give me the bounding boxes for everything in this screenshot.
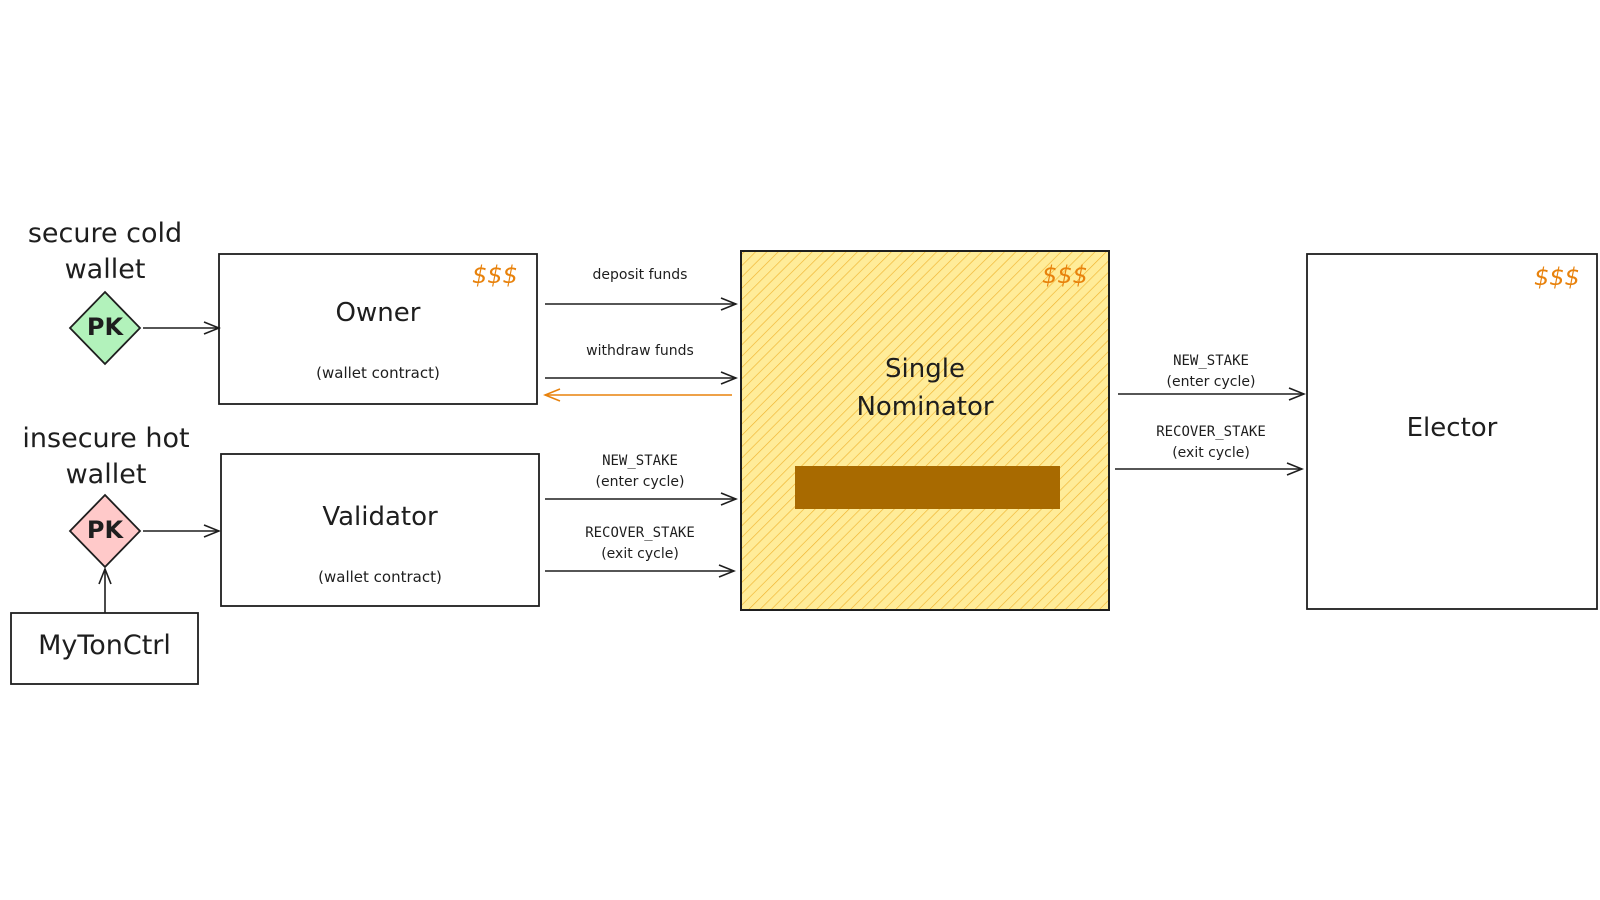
cold-wallet-label-line1: secure cold bbox=[27, 218, 183, 249]
hot-wallet-label: insecure hot wallet bbox=[10, 421, 202, 493]
validator-new-stake-sub: (enter cycle) bbox=[595, 474, 685, 490]
single-nominator-title: Single Nominator bbox=[741, 350, 1109, 426]
elector-money: $$$ bbox=[1534, 263, 1580, 291]
elector-recover-stake-label: RECOVER_STAKE bbox=[1156, 424, 1266, 440]
elector-box[interactable] bbox=[1306, 253, 1598, 610]
validator-recover-stake-label: RECOVER_STAKE bbox=[585, 525, 695, 541]
single-nominator-title-line1: Single bbox=[885, 354, 965, 384]
cold-wallet-key-diamond bbox=[68, 290, 142, 366]
validator-recover-stake-sub: (exit cycle) bbox=[601, 546, 679, 562]
single-nominator-title-line2: Nominator bbox=[856, 392, 994, 422]
elector-recover-stake-sub: (exit cycle) bbox=[1172, 445, 1250, 461]
owner-money: $$$ bbox=[472, 261, 518, 289]
owner-subtitle: (wallet contract) bbox=[316, 364, 440, 382]
elector-new-stake-sub: (enter cycle) bbox=[1166, 374, 1256, 390]
validator-subtitle: (wallet contract) bbox=[318, 568, 442, 586]
hot-wallet-label-line2: wallet bbox=[65, 459, 147, 490]
hot-wallet-key: PK bbox=[86, 516, 124, 544]
elector-new-stake-label: NEW_STAKE bbox=[1173, 353, 1249, 369]
single-nominator-money: $$$ bbox=[1042, 261, 1088, 289]
hot-wallet-label-line1: insecure hot bbox=[22, 423, 190, 454]
withdraw-label: withdraw funds bbox=[586, 343, 694, 359]
validator-box[interactable] bbox=[220, 453, 540, 607]
cold-wallet-label: secure cold wallet bbox=[14, 216, 196, 288]
owner-title: Owner bbox=[335, 298, 421, 328]
deposit-label: deposit funds bbox=[592, 267, 688, 283]
validator-new-stake-label: NEW_STAKE bbox=[602, 453, 678, 469]
single-nominator-bar bbox=[795, 466, 1060, 509]
mytonctrl-label: MyTonCtrl bbox=[38, 630, 171, 661]
cold-wallet-label-line2: wallet bbox=[64, 254, 146, 285]
validator-title: Validator bbox=[322, 502, 438, 532]
cold-wallet-key: PK bbox=[86, 313, 124, 341]
elector-title: Elector bbox=[1406, 413, 1498, 443]
single-nominator-box[interactable] bbox=[740, 250, 1110, 611]
